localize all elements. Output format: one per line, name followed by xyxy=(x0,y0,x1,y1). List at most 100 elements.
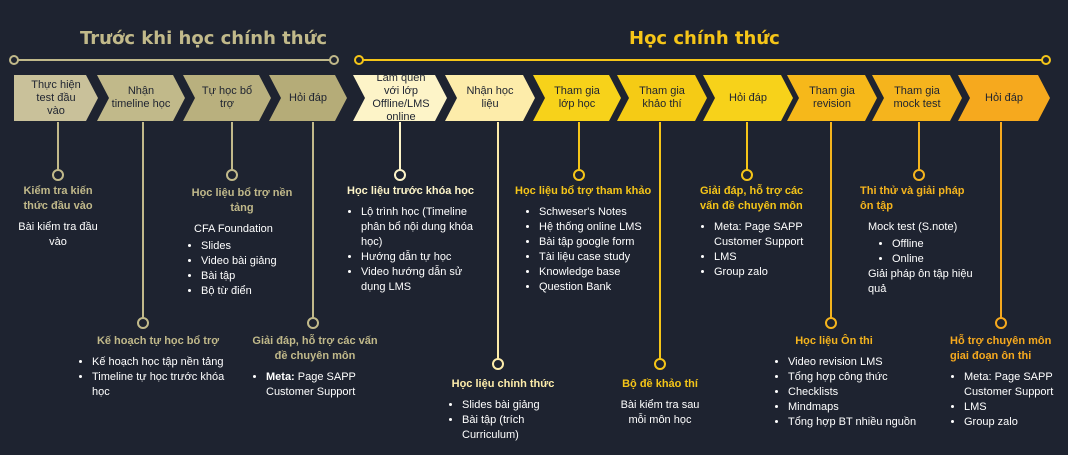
connector-line xyxy=(1000,122,1002,320)
block-text: Bài kiểm tra đầu vào xyxy=(18,221,98,248)
list-item: Meta: Page SAPP Customer Support xyxy=(964,370,1062,400)
step-get-familiar: Làm quen với lớp Offline/LMS online xyxy=(353,75,447,121)
list-item: Bài tập google form xyxy=(539,235,655,250)
connector-line xyxy=(399,122,401,173)
connector-dot xyxy=(226,169,238,181)
block-heading: Bộ đề khảo thí xyxy=(622,378,698,390)
connector-dot xyxy=(913,169,925,181)
block-heading: Học liệu chính thức xyxy=(451,378,555,390)
step-qa-final: Hỏi đáp xyxy=(958,75,1050,121)
block-reference-materials: Học liệu bổ trợ tham khảo Schweser's Not… xyxy=(515,184,655,295)
list-item: Video revision LMS xyxy=(788,355,924,370)
connector-line xyxy=(57,122,59,173)
connector-dot xyxy=(654,358,666,370)
list-item: Video hướng dẫn sử dụng LMS xyxy=(361,265,477,295)
block-foundation-materials: Học liệu bổ trợ nền tảng CFA Foundation … xyxy=(187,186,297,299)
list-item: Mindmaps xyxy=(788,400,924,415)
list-item: Slides xyxy=(201,239,297,254)
list-item: Tổng hợp BT nhiều nguồn xyxy=(788,415,924,430)
block-expert-support-pre: Giải đáp, hỗ trợ các vấn đề chuyên môn M… xyxy=(252,334,378,400)
phase-title-main: Học chính thức xyxy=(629,28,780,49)
list-item: Schweser's Notes xyxy=(539,205,655,220)
list-item: LMS xyxy=(964,400,1062,415)
connector-line xyxy=(142,122,144,320)
meta-text: Page SAPP Customer Support xyxy=(266,371,356,398)
list-item: Offline xyxy=(892,237,980,252)
step-qa-main: Hỏi đáp xyxy=(703,75,793,121)
step-qa-pre: Hỏi đáp xyxy=(269,75,347,121)
connector-dot xyxy=(394,169,406,181)
list-item: Checklists xyxy=(788,385,924,400)
list-item: Timeline tự học trước khóa học xyxy=(92,370,238,400)
connector-dot xyxy=(741,169,753,181)
step-join-exam: Tham gia khảo thí xyxy=(617,75,707,121)
block-heading: Hỗ trợ chuyên môn giai đoạn ôn thi xyxy=(950,335,1052,362)
phase-bracket-main xyxy=(354,55,1051,65)
block-pre-course-materials: Học liệu trước khóa học Lộ trình học (Ti… xyxy=(347,184,477,295)
list-item: Video bài giảng xyxy=(201,254,297,269)
list-item: Online xyxy=(892,252,980,267)
list-item: Hướng dẫn tự học xyxy=(361,250,477,265)
step-mock-test: Tham gia mock test xyxy=(872,75,962,121)
block-official-materials: Học liệu chính thức Slides bài giảng Bài… xyxy=(448,377,558,443)
list-item: Meta: Page SAPP Customer Support xyxy=(266,370,378,400)
block-heading: Học liệu Ôn thi xyxy=(795,335,873,347)
list-item: LMS xyxy=(714,250,820,265)
block-revision-materials: Học liệu Ôn thi Video revision LMS Tổng … xyxy=(774,334,924,430)
list-item: Bài tập (trích Curriculum) xyxy=(462,413,558,443)
block-heading: Giải đáp, hỗ trợ các vấn đề chuyên môn xyxy=(252,335,378,362)
block-text: Bài kiểm tra sau mỗi môn học xyxy=(620,399,700,426)
block-exam-support: Hỗ trợ chuyên môn giai đoạn ôn thi Meta:… xyxy=(950,334,1062,430)
block-heading: Giải đáp, hỗ trợ các vấn đề chuyên môn xyxy=(700,185,804,212)
list-item: Group zalo xyxy=(714,265,820,280)
connector-line xyxy=(830,122,832,320)
list-item: Hệ thống online LMS xyxy=(539,220,655,235)
connector-line xyxy=(231,122,233,173)
step-join-class: Tham gia lớp học xyxy=(533,75,621,121)
step-self-study: Tự học bổ trợ xyxy=(183,75,271,121)
connector-line xyxy=(918,122,920,173)
connector-dot xyxy=(307,317,319,329)
connector-line xyxy=(497,122,499,362)
block-subheading: Mock test (S.note) xyxy=(868,221,958,233)
connector-dot xyxy=(492,358,504,370)
step-receive-materials: Nhận học liệu xyxy=(445,75,535,121)
block-text: Giải pháp ôn tập hiệu quả xyxy=(868,268,973,295)
list-item: Bộ từ điển xyxy=(201,284,297,299)
list-item: Bài tập xyxy=(201,269,297,284)
block-expert-support-main: Giải đáp, hỗ trợ các vấn đề chuyên môn M… xyxy=(700,184,820,280)
block-heading: Kiểm tra kiến thức đầu vào xyxy=(23,185,93,212)
connector-line xyxy=(578,122,580,173)
block-self-study-plan: Kế hoạch tự học bổ trợ Kế hoạch học tập … xyxy=(78,334,238,400)
connector-line xyxy=(659,122,661,362)
connector-dot xyxy=(137,317,149,329)
list-item: Question Bank xyxy=(539,280,655,295)
list-item: Meta: Page SAPP Customer Support xyxy=(714,220,820,250)
phase-title-pre: Trước khi học chính thức xyxy=(80,28,328,49)
block-heading: Kế hoạch tự học bổ trợ xyxy=(96,335,220,347)
block-heading: Học liệu bổ trợ nền tảng xyxy=(191,187,293,214)
list-item: Group zalo xyxy=(964,415,1062,430)
block-exam-set: Bộ đề khảo thí Bài kiểm tra sau mỗi môn … xyxy=(612,377,708,428)
list-item: Slides bài giảng xyxy=(462,398,558,413)
block-heading: Học liệu trước khóa học xyxy=(347,185,475,197)
step-receive-timeline: Nhận timeline học xyxy=(97,75,185,121)
list-item: Tài liệu case study xyxy=(539,250,655,265)
connector-dot xyxy=(573,169,585,181)
connector-dot xyxy=(52,169,64,181)
list-item: Tổng hợp công thức xyxy=(788,370,924,385)
phase-bracket-pre xyxy=(9,55,339,65)
step-revision: Tham gia revision xyxy=(787,75,877,121)
block-heading: Học liệu bổ trợ tham khảo xyxy=(515,185,652,197)
block-mock-test: Thi thử và giải pháp ôn tập Mock test (S… xyxy=(860,184,980,297)
list-item: Knowledge base xyxy=(539,265,655,280)
block-entry-test: Kiểm tra kiến thức đầu vào Bài kiểm tra … xyxy=(15,184,101,250)
connector-line xyxy=(312,122,314,320)
block-heading: Thi thử và giải pháp ôn tập xyxy=(860,185,965,212)
list-item: Kế hoạch học tập nền tảng xyxy=(92,355,238,370)
step-entry-test: Thực hiện test đầu vào xyxy=(14,75,98,121)
block-subheading: CFA Foundation xyxy=(194,223,273,235)
list-item: Lộ trình học (Timeline phân bổ nội dung … xyxy=(361,205,477,250)
connector-dot xyxy=(995,317,1007,329)
connector-line xyxy=(746,122,748,173)
